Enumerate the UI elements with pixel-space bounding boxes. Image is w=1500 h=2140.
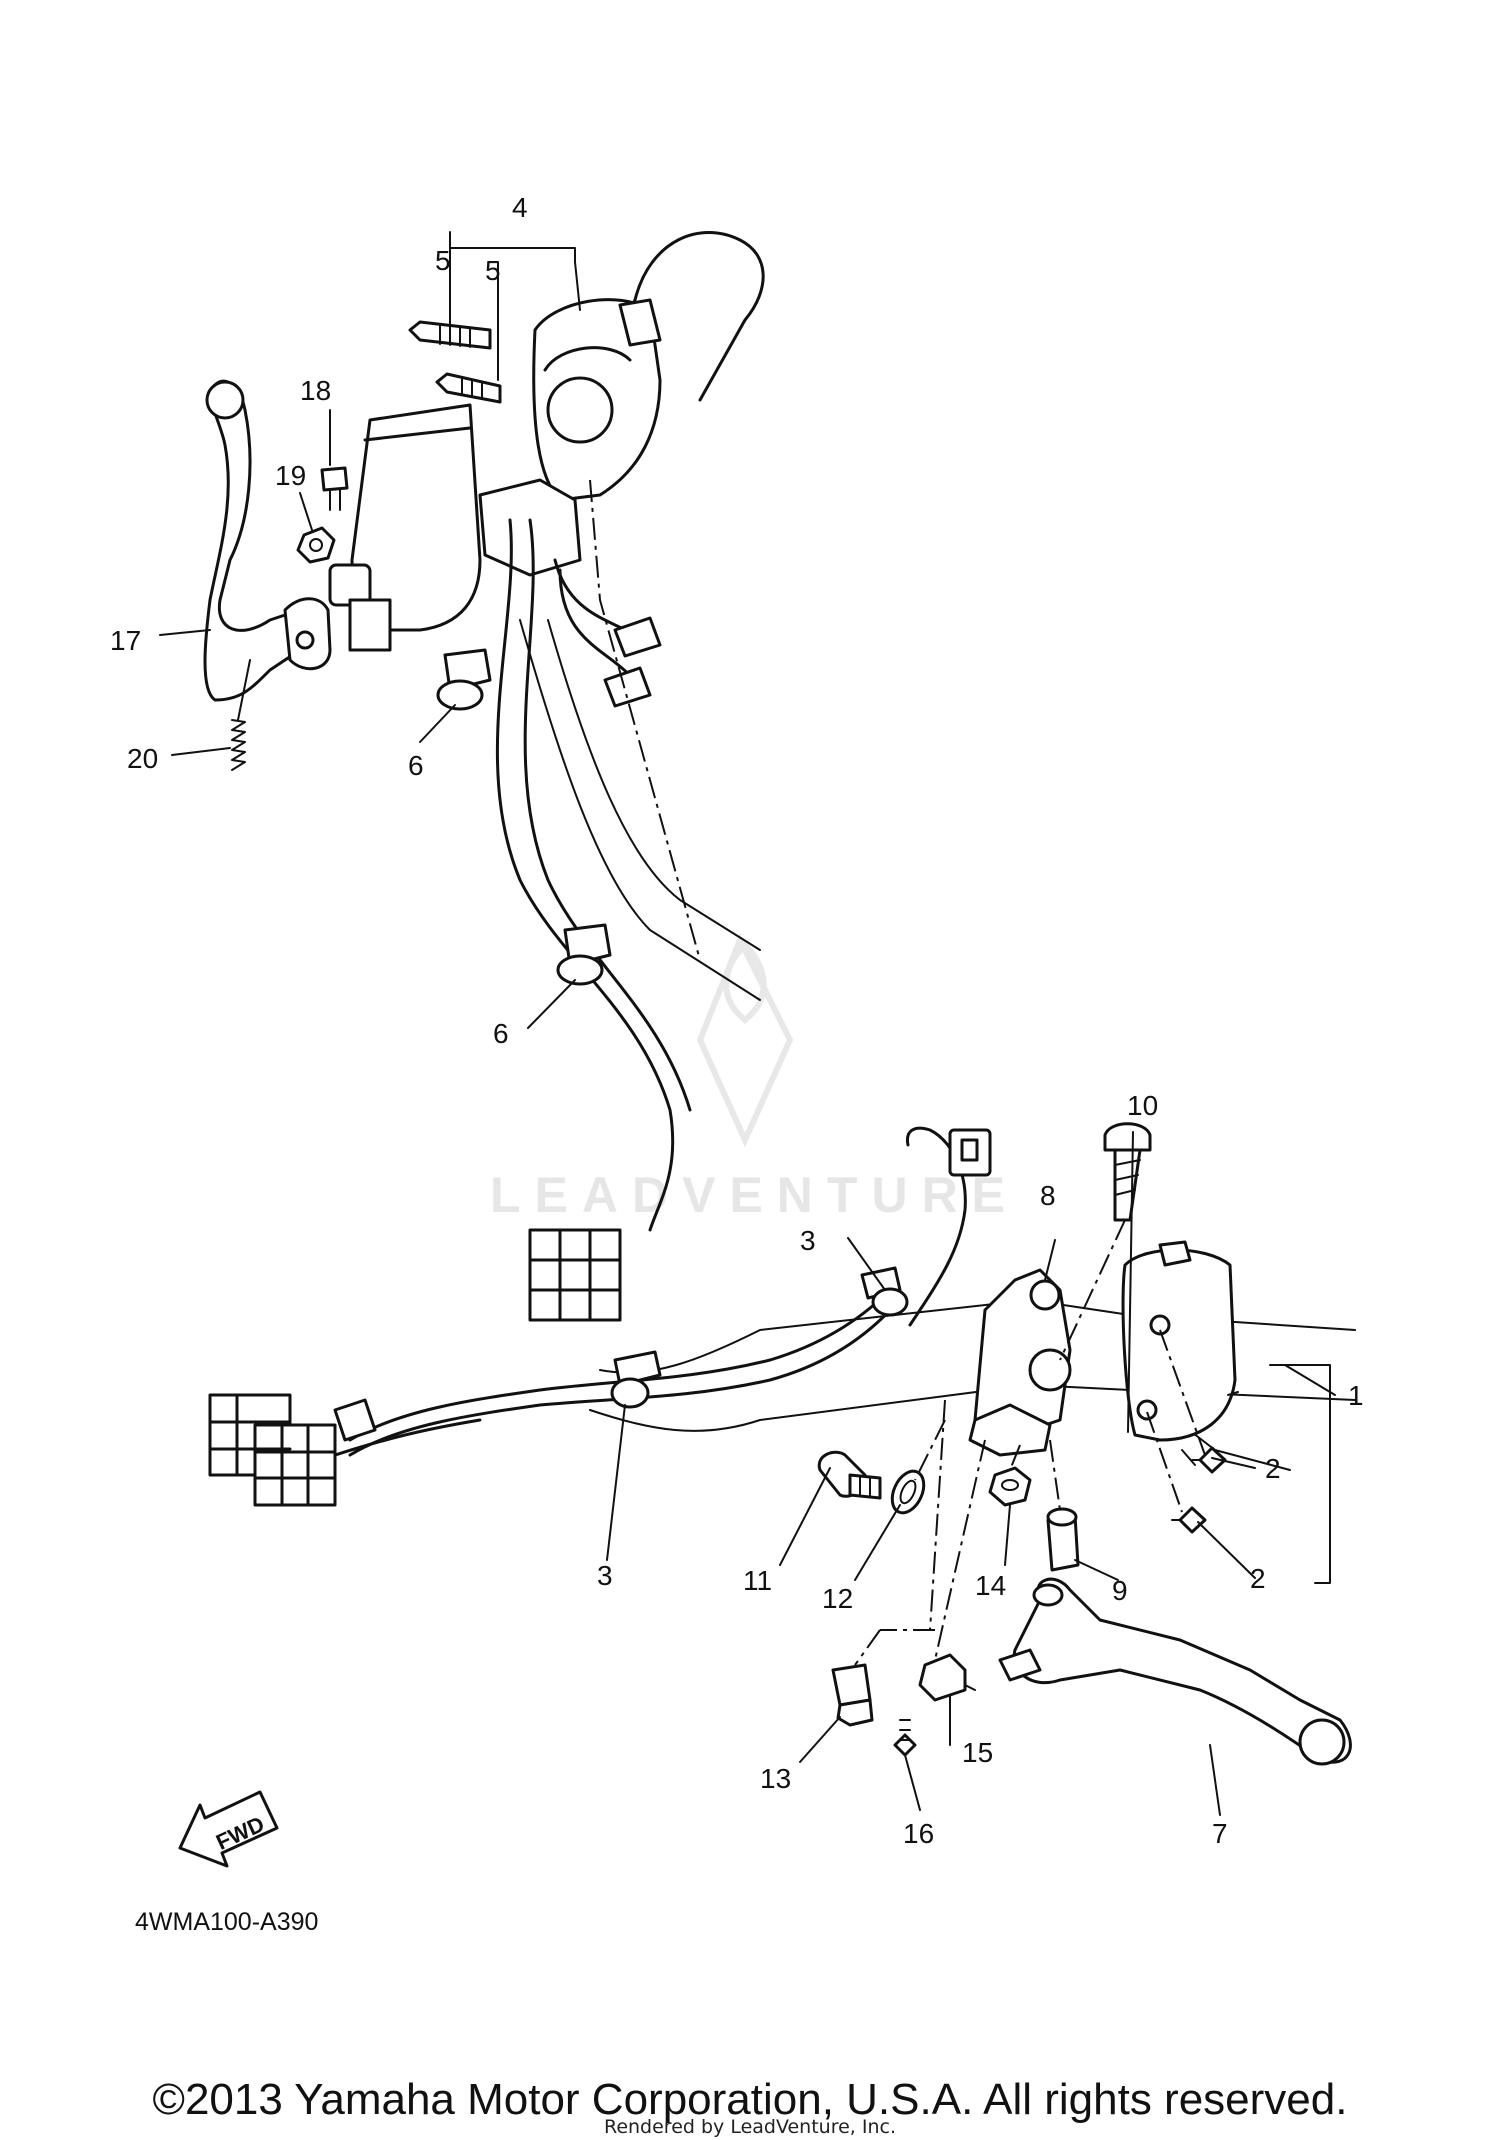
callout-16: 16 — [903, 1818, 934, 1849]
rendered-by-notice: Rendered by LeadVenture, Inc. — [603, 2116, 897, 2138]
callout-labels: 4 5 5 18 19 17 20 6 6 10 8 3 3 1 2 2 11 … — [110, 192, 1364, 1849]
callout-10: 10 — [1127, 1090, 1158, 1121]
callout-3-b: 3 — [597, 1560, 613, 1591]
callout-11: 11 — [743, 1565, 772, 1596]
callout-9: 9 — [1112, 1575, 1128, 1606]
callout-2-b: 2 — [1250, 1563, 1266, 1594]
callout-14: 14 — [975, 1570, 1006, 1601]
callout-1: 1 — [1348, 1380, 1364, 1411]
callout-15: 15 — [962, 1737, 993, 1768]
right-handlebar-assembly — [208, 1122, 1356, 1766]
callout-6-a: 6 — [408, 750, 424, 781]
callout-13: 13 — [760, 1763, 791, 1794]
copyright-notice: ©2013 Yamaha Motor Corporation, U.S.A. A… — [152, 2075, 1348, 2124]
callout-7: 7 — [1212, 1818, 1228, 1849]
left-coupler — [528, 1228, 622, 1322]
part-code: 4WMA100-A390 — [135, 1908, 318, 1936]
callout-5-a: 5 — [435, 245, 451, 276]
callout-20: 20 — [127, 743, 158, 774]
callout-6-b: 6 — [493, 1018, 509, 1049]
callout-8: 8 — [1040, 1180, 1056, 1211]
leader-lines — [159, 231, 1336, 1816]
callout-3-a: 3 — [800, 1225, 816, 1256]
callout-18: 18 — [300, 375, 331, 406]
callout-2-a: 2 — [1265, 1453, 1281, 1484]
left-handlebar-assembly — [203, 231, 765, 1322]
callout-19: 19 — [275, 460, 306, 491]
leadventure-watermark: LEADVENTURE — [490, 932, 1019, 1223]
watermark-text: LEADVENTURE — [490, 1167, 1019, 1223]
callout-4: 4 — [512, 192, 528, 223]
callout-5-b: 5 — [485, 255, 501, 286]
fwd-arrow-icon: FWD — [178, 1790, 279, 1868]
callout-12: 12 — [822, 1583, 853, 1614]
callout-17: 17 — [110, 625, 141, 656]
